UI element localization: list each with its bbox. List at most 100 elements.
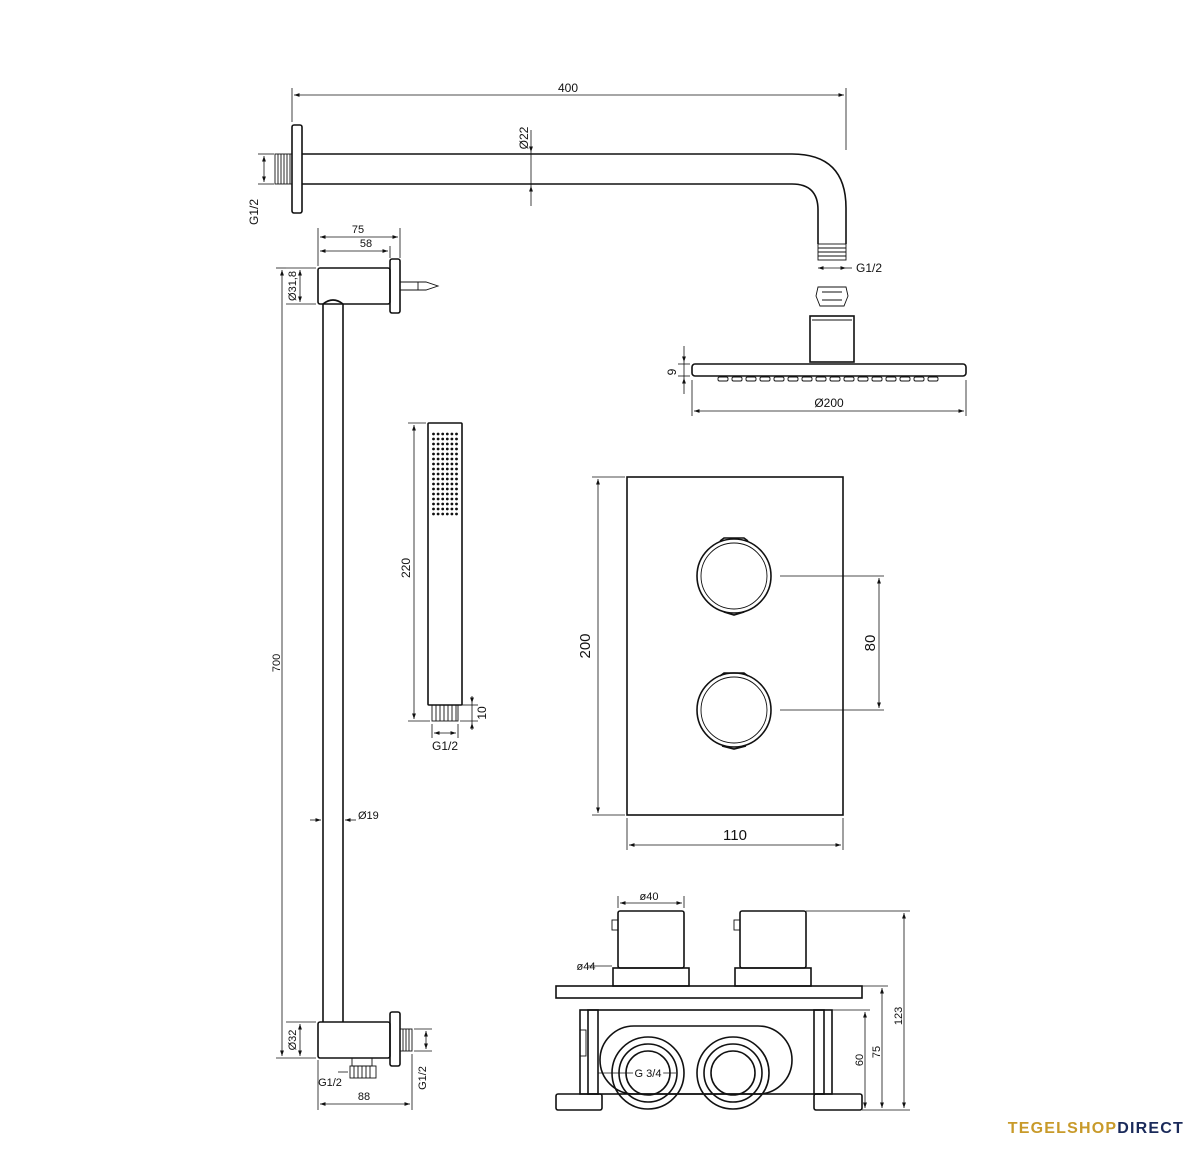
arm-thread-label: G1/2: [247, 199, 261, 225]
spray-nozzle-dot: [441, 457, 445, 461]
concealed-box: [555, 910, 863, 1111]
slide-rail: [317, 258, 440, 1079]
spray-nozzle-dot: [436, 472, 440, 476]
outlet-width-label: 88: [358, 1091, 370, 1103]
spray-nozzle-dot: [445, 437, 449, 441]
spray-nozzle-dot: [445, 507, 449, 511]
head-diameter-label: Ø200: [814, 396, 844, 410]
holder-depth-label: 75: [352, 224, 364, 236]
spray-nozzle-dot: [455, 482, 458, 486]
spray-nozzle-dot: [436, 462, 440, 466]
spray-nozzle-dot: [432, 512, 435, 516]
spray-nozzle-dot: [432, 447, 435, 451]
spray-nozzle-dot: [432, 472, 435, 476]
spray-nozzle-dot: [436, 487, 440, 491]
spray-nozzle-dot: [455, 452, 458, 456]
arm-diameter-label: Ø22: [517, 126, 531, 149]
spray-nozzle-dot: [441, 512, 445, 516]
hand-shower-dimensions: 220 10 G1/2: [399, 422, 489, 753]
spray-nozzle-dot: [441, 492, 445, 496]
hand-length-label: 220: [399, 558, 413, 578]
spray-nozzle-dot: [450, 472, 454, 476]
spray-nozzle-dot: [445, 447, 449, 451]
plate-height-label: 200: [577, 633, 594, 658]
knob-diameter-label: ø40: [640, 891, 659, 903]
spray-nozzle-dot: [450, 447, 454, 451]
spray-nozzle-dot: [455, 492, 458, 496]
shower-arm: [274, 124, 847, 261]
thermostat-plate: [626, 476, 844, 816]
spray-nozzle-dot: [436, 492, 440, 496]
spray-nozzle-dot: [455, 437, 458, 441]
spray-nozzle-dot: [432, 452, 435, 456]
head-dimensions: 9 Ø200: [665, 346, 967, 416]
spray-nozzle-dot: [432, 432, 435, 436]
spray-nozzle-dot: [432, 442, 435, 446]
spray-nozzle-dot: [455, 462, 458, 466]
spray-nozzle-dot: [450, 487, 454, 491]
spray-nozzle-dot: [432, 462, 435, 466]
hand-thread-len-label: 10: [475, 706, 489, 720]
brand-part1: TEGELSHOP: [1007, 1120, 1118, 1137]
spray-nozzle-dot: [432, 477, 435, 481]
outlet-diameter-label: Ø32: [287, 1030, 299, 1051]
spray-nozzle-dot: [450, 437, 454, 441]
spray-nozzle-dot: [455, 472, 458, 476]
knob-spacing-label: 80: [862, 635, 879, 652]
spray-nozzle-dot: [441, 502, 445, 506]
spray-nozzle-dot: [450, 457, 454, 461]
spray-nozzle-dot: [450, 482, 454, 486]
spray-nozzle-dot: [455, 432, 458, 436]
rail-length-label: 700: [271, 654, 283, 672]
spray-nozzle-dot: [432, 502, 435, 506]
spray-nozzle-dot: [445, 492, 449, 496]
spray-nozzle-dot: [436, 452, 440, 456]
arm-dimensions: 400 Ø22 G1/2 G1/2: [247, 81, 882, 275]
plate-width-label: 110: [723, 827, 747, 844]
spray-nozzle-dot: [441, 462, 445, 466]
spray-nozzle-dot: [445, 482, 449, 486]
brand-logo: TEGELSHOPDIRECT: [1008, 1120, 1184, 1138]
shower-head: [691, 286, 967, 382]
box-connection-label: G 3/4: [635, 1068, 662, 1080]
spray-nozzle-dot: [455, 487, 458, 491]
hand-thread-label: G1/2: [432, 739, 458, 753]
spray-nozzle-dot: [441, 437, 445, 441]
spray-nozzle-dot: [450, 462, 454, 466]
spray-nozzle-dot: [445, 457, 449, 461]
spray-nozzle-dot: [432, 487, 435, 491]
spray-nozzle-dot: [441, 432, 445, 436]
spray-nozzle-dot: [455, 447, 458, 451]
spray-nozzle-dot: [441, 452, 445, 456]
spray-nozzle-dot: [441, 477, 445, 481]
spray-nozzle-dot: [455, 502, 458, 506]
spray-nozzle-dot: [432, 482, 435, 486]
head-thread-label: G1/2: [856, 261, 882, 275]
spray-nozzle-dot: [455, 457, 458, 461]
spray-nozzle-dot: [436, 457, 440, 461]
spray-nozzle-dot: [432, 457, 435, 461]
spray-nozzle-dot: [455, 512, 458, 516]
head-height-label: 9: [665, 368, 679, 375]
spray-nozzle-dot: [432, 497, 435, 501]
spray-nozzle-dot: [445, 512, 449, 516]
spray-nozzle-dot: [445, 432, 449, 436]
box-depth-75-label: 75: [871, 1046, 883, 1058]
spray-nozzle-dot: [445, 462, 449, 466]
spray-nozzle-dot: [450, 512, 454, 516]
spray-nozzle-dot: [441, 472, 445, 476]
spray-nozzle-dot: [445, 467, 449, 471]
brand-part2: DIRECT: [1117, 1120, 1184, 1137]
spray-nozzle-dot: [455, 442, 458, 446]
spray-nozzle-dot: [436, 467, 440, 471]
spray-nozzle-dot: [436, 442, 440, 446]
spray-nozzle-dot: [441, 447, 445, 451]
spray-nozzle-dot: [436, 447, 440, 451]
spray-nozzle-dot: [455, 507, 458, 511]
spray-nozzle-dot: [441, 467, 445, 471]
spray-nozzle-dot: [436, 432, 440, 436]
spray-nozzle-dot: [436, 507, 440, 511]
spray-nozzle-dot: [432, 507, 435, 511]
spray-nozzle-dot: [436, 482, 440, 486]
